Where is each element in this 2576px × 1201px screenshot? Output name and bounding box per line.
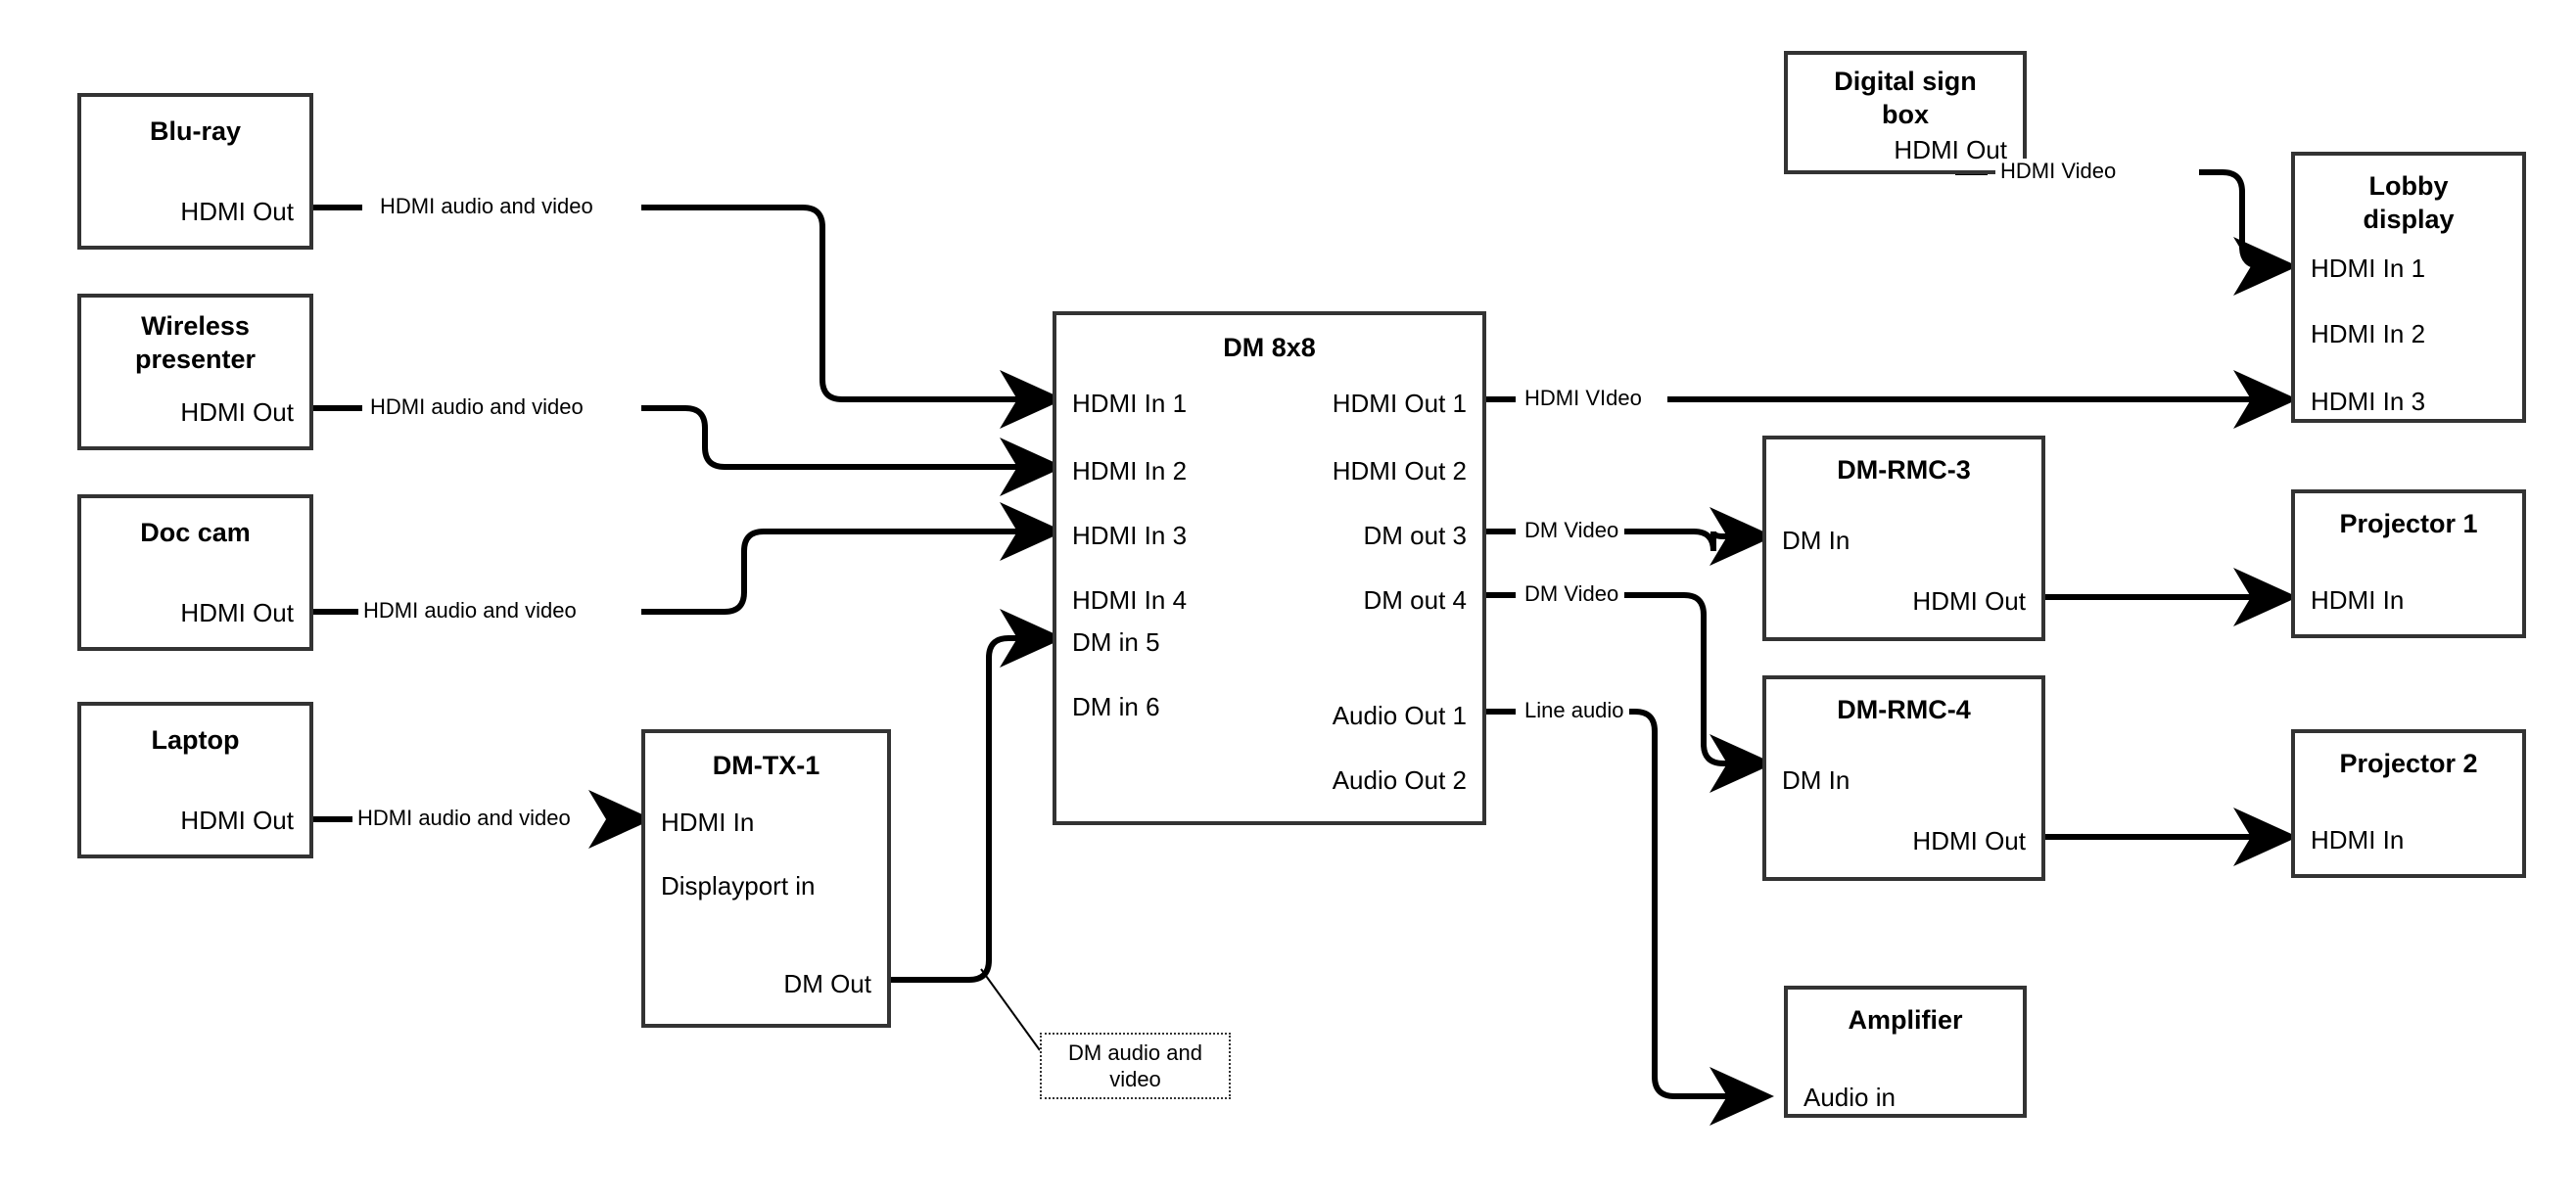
node-wireless-presenter-port-hdmi-out: HDMI Out	[180, 397, 294, 427]
node-doc-cam[interactable]: Doc cam HDMI Out	[77, 494, 313, 651]
node-dm-rmc-4[interactable]: DM-RMC-4 DM In HDMI Out	[1762, 675, 2045, 881]
edge-label-dmout3-to-rmc3: DM Video	[1520, 518, 1624, 543]
edge-label-wireless-to-dm8x8: HDMI audio and video	[365, 394, 588, 420]
edge-label-dmout4-to-rmc4: DM Video	[1520, 581, 1624, 607]
node-bluray[interactable]: Blu-ray HDMI Out	[77, 93, 313, 250]
node-digital-sign-box[interactable]: Digital sign box HDMI Out	[1784, 51, 2027, 174]
node-dm-8x8-port-hdmi-in-4: HDMI In 4	[1072, 585, 1188, 615]
node-projector-2[interactable]: Projector 2 HDMI In	[2291, 729, 2526, 878]
node-dm-8x8-port-hdmi-out-2: HDMI Out 2	[1332, 456, 1467, 485]
node-dm-tx-1-port-displayport-in: Displayport in	[661, 871, 816, 901]
node-dm-8x8-port-audio-out-1: Audio Out 1	[1332, 701, 1467, 730]
node-dm-rmc-3[interactable]: DM-RMC-3 DM In HDMI Out	[1762, 436, 2045, 641]
node-dm-rmc-3-port-hdmi-out: HDMI Out	[1912, 586, 2026, 616]
node-laptop-title: Laptop	[151, 725, 240, 755]
node-dm-8x8-port-hdmi-in-1: HDMI In 1	[1072, 389, 1188, 418]
node-projector-2-title: Projector 2	[2339, 749, 2478, 778]
wire-dmtx1-to-dm8x8-in5	[891, 609, 1064, 983]
node-laptop-port-hdmi-out: HDMI Out	[180, 806, 294, 835]
node-dm-rmc-3-port-dm-in: DM In	[1782, 526, 1850, 555]
node-dm-rmc-3-title: DM-RMC-3	[1837, 455, 1971, 485]
node-lobby-display-port-hdmi-in-3: HDMI In 3	[2311, 387, 2426, 416]
wire-dm8x8-out4-to-rmc4	[1486, 592, 1762, 763]
edge-label-audioout1-to-amp: Line audio	[1520, 698, 1629, 723]
edge-label-hdmiout1-to-lobby: HDMI VIdeo	[1520, 386, 1647, 411]
callout-dm-audio-and-video: DM audio and video	[1040, 1033, 1231, 1099]
node-doc-cam-port-hdmi-out: HDMI Out	[180, 598, 294, 627]
node-dm-tx-1-port-dm-out: DM Out	[783, 969, 871, 998]
wire-dm8x8-audioout1-to-amp	[1486, 709, 1762, 1096]
node-dm-rmc-4-port-dm-in: DM In	[1782, 765, 1850, 795]
node-wireless-presenter[interactable]: Wireless presenter HDMI Out	[77, 294, 313, 450]
node-projector-1[interactable]: Projector 1 HDMI In	[2291, 489, 2526, 638]
edge-label-sign-to-lobby: HDMI Video	[1995, 159, 2122, 184]
node-digital-sign-box-port-hdmi-out: HDMI Out	[1894, 135, 2007, 164]
edge-label-laptop-to-dmtx1: HDMI audio and video	[352, 806, 576, 831]
node-projector-2-port-hdmi-in: HDMI In	[2311, 825, 2405, 855]
node-dm-8x8[interactable]: DM 8x8 HDMI In 1 HDMI In 2 HDMI In 3 HDM…	[1053, 311, 1486, 825]
node-dm-tx-1-title: DM-TX-1	[712, 751, 820, 780]
node-wireless-presenter-title: Wireless presenter	[134, 311, 257, 374]
node-doc-cam-title: Doc cam	[140, 518, 251, 547]
node-projector-1-port-hdmi-in: HDMI In	[2311, 585, 2405, 615]
node-dm-tx-1-port-hdmi-in: HDMI In	[661, 808, 755, 837]
wire-dm8x8-out3-to-rmc3	[1486, 531, 1762, 551]
node-dm-8x8-port-hdmi-in-3: HDMI In 3	[1072, 521, 1188, 550]
node-amplifier-title: Amplifier	[1848, 1005, 1963, 1035]
node-amplifier-port-audio-in: Audio in	[1803, 1083, 1896, 1112]
wire-wireless-to-dm8x8-in2	[313, 408, 1053, 467]
node-projector-1-title: Projector 1	[2339, 509, 2478, 538]
edge-label-doccam-to-dm8x8: HDMI audio and video	[358, 598, 582, 624]
node-digital-sign-box-title: Digital sign box	[1834, 67, 1977, 129]
node-amplifier[interactable]: Amplifier Audio in	[1784, 986, 2027, 1118]
node-dm-8x8-title: DM 8x8	[1223, 333, 1316, 362]
edge-label-bluray-to-dm8x8: HDMI audio and video	[375, 194, 598, 219]
node-dm-8x8-port-hdmi-in-2: HDMI In 2	[1072, 456, 1188, 485]
wire-sign-to-lobby-in1	[1955, 169, 2286, 266]
leader-line-dmtx-callout	[980, 968, 1041, 1051]
node-dm-tx-1[interactable]: DM-TX-1 HDMI In Displayport in DM Out	[641, 729, 891, 1028]
node-laptop[interactable]: Laptop HDMI Out	[77, 702, 313, 858]
node-dm-rmc-4-title: DM-RMC-4	[1837, 695, 1971, 724]
node-dm-8x8-port-dm-out-3: DM out 3	[1363, 521, 1468, 550]
node-dm-rmc-4-port-hdmi-out: HDMI Out	[1912, 826, 2026, 855]
node-dm-8x8-port-hdmi-out-1: HDMI Out 1	[1332, 389, 1467, 418]
node-dm-8x8-port-dm-in-5: DM in 5	[1072, 627, 1160, 657]
wire-bluray-to-dm8x8-in1	[313, 205, 1053, 399]
node-lobby-display[interactable]: Lobby display HDMI In 1 HDMI In 2 HDMI I…	[2291, 152, 2526, 423]
node-lobby-display-title: Lobby display	[2363, 171, 2455, 234]
node-bluray-port-hdmi-out: HDMI Out	[180, 197, 294, 226]
node-bluray-title: Blu-ray	[149, 116, 242, 146]
node-lobby-display-port-hdmi-in-2: HDMI In 2	[2311, 319, 2426, 348]
node-dm-8x8-port-dm-in-6: DM in 6	[1072, 692, 1160, 721]
node-dm-8x8-port-dm-out-4: DM out 4	[1363, 585, 1468, 615]
node-lobby-display-port-hdmi-in-1: HDMI In 1	[2311, 254, 2426, 283]
wire-doccam-to-dm8x8-in3	[313, 531, 1053, 615]
node-dm-8x8-port-audio-out-2: Audio Out 2	[1332, 765, 1467, 795]
